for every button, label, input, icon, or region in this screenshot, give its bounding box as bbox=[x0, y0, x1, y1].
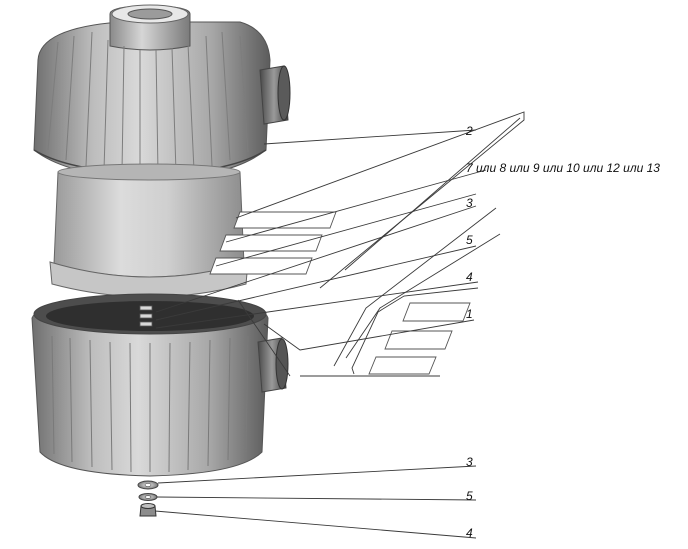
callout-7-or-8-9-10-12-13: 7 или 8 или 9 или 10 или 12 или 13 bbox=[466, 161, 660, 175]
loose-nut-4 bbox=[139, 503, 157, 517]
callout-4-lower: 4 bbox=[466, 526, 473, 540]
callout-2: 2 bbox=[466, 124, 473, 138]
label-plate bbox=[384, 330, 453, 350]
callout-3-lower: 3 bbox=[466, 455, 473, 469]
callout-3-upper: 3 bbox=[466, 196, 473, 210]
lower-housing bbox=[31, 293, 289, 477]
leader-lines bbox=[154, 111, 525, 539]
label-plate bbox=[233, 211, 337, 229]
label-plate bbox=[368, 356, 437, 375]
label-plate bbox=[402, 302, 471, 322]
callout-4-upper: 4 bbox=[466, 270, 473, 284]
label-plate bbox=[219, 234, 323, 252]
label-plates bbox=[209, 211, 471, 375]
loose-washer-5 bbox=[138, 493, 158, 501]
upper-cover bbox=[33, 4, 291, 179]
callout-5-upper: 5 bbox=[466, 233, 473, 247]
filter-element bbox=[49, 163, 249, 298]
callout-5-lower: 5 bbox=[466, 489, 473, 503]
label-plate bbox=[209, 257, 313, 275]
callout-1: 1 bbox=[466, 307, 473, 321]
loose-washer-3 bbox=[137, 480, 159, 490]
